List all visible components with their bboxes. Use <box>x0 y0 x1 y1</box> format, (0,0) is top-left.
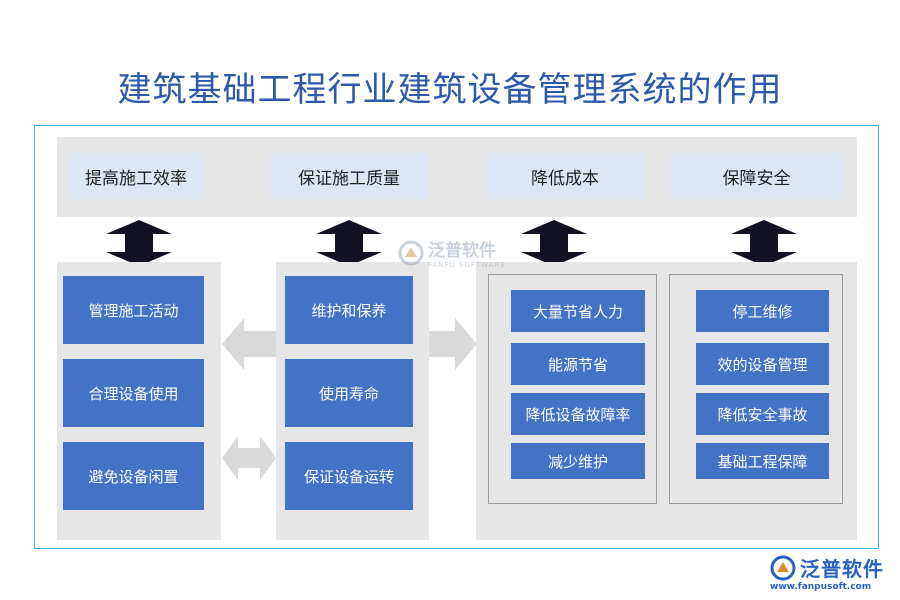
box-service-life: 使用寿命 <box>285 359 413 427</box>
brand-url: www.fanpusoft.com <box>770 582 872 592</box>
fanpu-logo-icon <box>398 240 424 265</box>
goal-quality: 保证施工质量 <box>270 153 428 199</box>
double-arrow-quality <box>316 220 382 266</box>
box-rational-equipment-use: 合理设备使用 <box>63 359 204 427</box>
box-reduce-maintenance: 减少维护 <box>511 443 645 479</box>
safety-group-outline <box>669 274 843 504</box>
page-title: 建筑基础工程行业建筑设备管理系统的作用 <box>117 70 783 110</box>
brand-name: 泛普软件 <box>800 557 884 581</box>
box-shutdown-repair: 停工维修 <box>696 290 829 332</box>
box-save-energy: 能源节省 <box>511 343 645 385</box>
box-save-labor: 大量节省人力 <box>511 290 645 332</box>
brand-logo: 泛普软件 www.fanpusoft.com <box>770 553 884 592</box>
fanpu-brand-icon <box>770 555 796 580</box>
watermark-sub: FANPU SOFTWARE <box>428 261 506 269</box>
box-ensure-operation: 保证设备运转 <box>285 442 413 510</box>
goal-safety: 保障安全 <box>670 153 843 199</box>
box-avoid-idle-equipment: 避免设备闲置 <box>63 442 204 510</box>
box-reduce-failure: 降低设备故障率 <box>511 393 645 435</box>
watermark: 泛普软件 FANPU SOFTWARE <box>398 236 506 269</box>
right-arrow <box>429 318 477 370</box>
box-reduce-accidents: 降低安全事故 <box>696 393 829 435</box>
box-equipment-management: 效的设备管理 <box>696 343 829 385</box>
box-manage-construction: 管理施工活动 <box>63 276 204 344</box>
goal-cost: 降低成本 <box>486 153 644 199</box>
goal-efficiency: 提高施工效率 <box>69 153 203 199</box>
double-arrow-safety <box>731 220 797 266</box>
left-right-arrow <box>222 436 276 480</box>
diagram-frame <box>34 125 879 549</box>
left-arrow <box>222 318 276 370</box>
double-arrow-cost <box>521 220 587 266</box>
watermark-text: 泛普软件 <box>428 241 496 261</box>
box-maintenance: 维护和保养 <box>285 276 413 344</box>
cost-group-outline <box>488 274 657 504</box>
double-arrow-efficiency <box>106 220 172 266</box>
box-foundation-guarantee: 基础工程保障 <box>696 443 829 479</box>
